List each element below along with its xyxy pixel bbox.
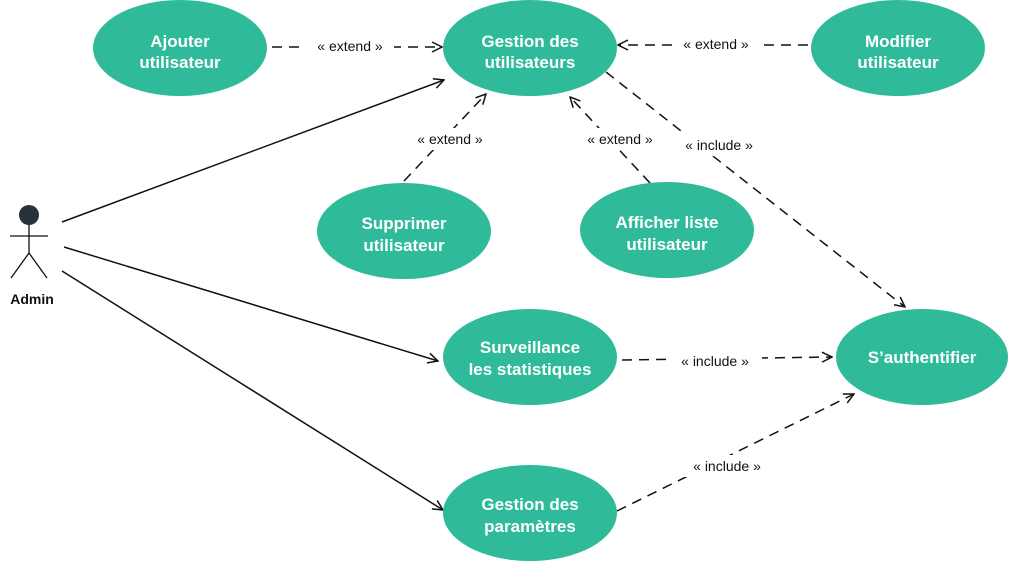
use-case-surveillance-statistiques[interactable]: Surveillance les statistiques [443, 309, 617, 405]
svg-text:utilisateur: utilisateur [857, 53, 939, 72]
use-case-afficher-liste-utilisateur[interactable]: Afficher liste utilisateur [580, 182, 754, 278]
include-surveillance-auth-label: « include » [681, 353, 749, 369]
include-parametres-auth-line [616, 394, 854, 512]
extend-modifier-label: « extend » [683, 36, 749, 52]
include-gestion-auth-label: « include » [685, 137, 753, 153]
svg-text:Gestion des: Gestion des [481, 32, 578, 51]
use-case-modifier-utilisateur[interactable]: Modifier utilisateur [811, 0, 985, 96]
use-case-supprimer-utilisateur[interactable]: Supprimer utilisateur [317, 183, 491, 279]
use-case-gestion-parametres[interactable]: Gestion des paramètres [443, 465, 617, 561]
include-parametres-auth-label: « include » [693, 458, 761, 474]
association-parametres [61, 270, 443, 510]
actor-label: Admin [10, 291, 54, 307]
svg-text:les statistiques: les statistiques [469, 360, 592, 379]
association-gestion-utilisateurs [61, 80, 444, 223]
include-gestion-auth-line [605, 71, 905, 307]
svg-text:utilisateur: utilisateur [363, 236, 445, 255]
actor-admin[interactable]: Admin [10, 205, 54, 307]
svg-text:Afficher liste: Afficher liste [616, 213, 719, 232]
svg-text:utilisateur: utilisateur [626, 235, 708, 254]
svg-text:Modifier: Modifier [865, 32, 931, 51]
svg-text:paramètres: paramètres [484, 517, 576, 536]
extend-ajouter-label: « extend » [317, 38, 383, 54]
use-cases: Ajouter utilisateur Gestion des utilisat… [93, 0, 1008, 561]
extend-afficher-label: « extend » [587, 131, 653, 147]
svg-text:utilisateur: utilisateur [139, 53, 221, 72]
svg-text:Ajouter: Ajouter [150, 32, 210, 51]
dependencies [272, 45, 905, 512]
svg-text:utilisateurs: utilisateurs [485, 53, 576, 72]
extend-supprimer-label: « extend » [417, 131, 483, 147]
svg-text:S’authentifier: S’authentifier [868, 348, 977, 367]
associations [61, 80, 444, 510]
use-case-ajouter-utilisateur[interactable]: Ajouter utilisateur [93, 0, 267, 96]
svg-text:Surveillance: Surveillance [480, 338, 580, 357]
actor-body-icon [10, 225, 48, 279]
actor-head-icon [19, 205, 39, 225]
relationship-labels: « extend » « extend » « extend » « exten… [306, 34, 774, 477]
association-surveillance [63, 246, 438, 361]
use-case-gestion-utilisateurs[interactable]: Gestion des utilisateurs [443, 0, 617, 96]
svg-text:Supprimer: Supprimer [361, 214, 446, 233]
svg-text:Gestion des: Gestion des [481, 495, 578, 514]
use-case-authentifier[interactable]: S’authentifier [836, 309, 1008, 405]
